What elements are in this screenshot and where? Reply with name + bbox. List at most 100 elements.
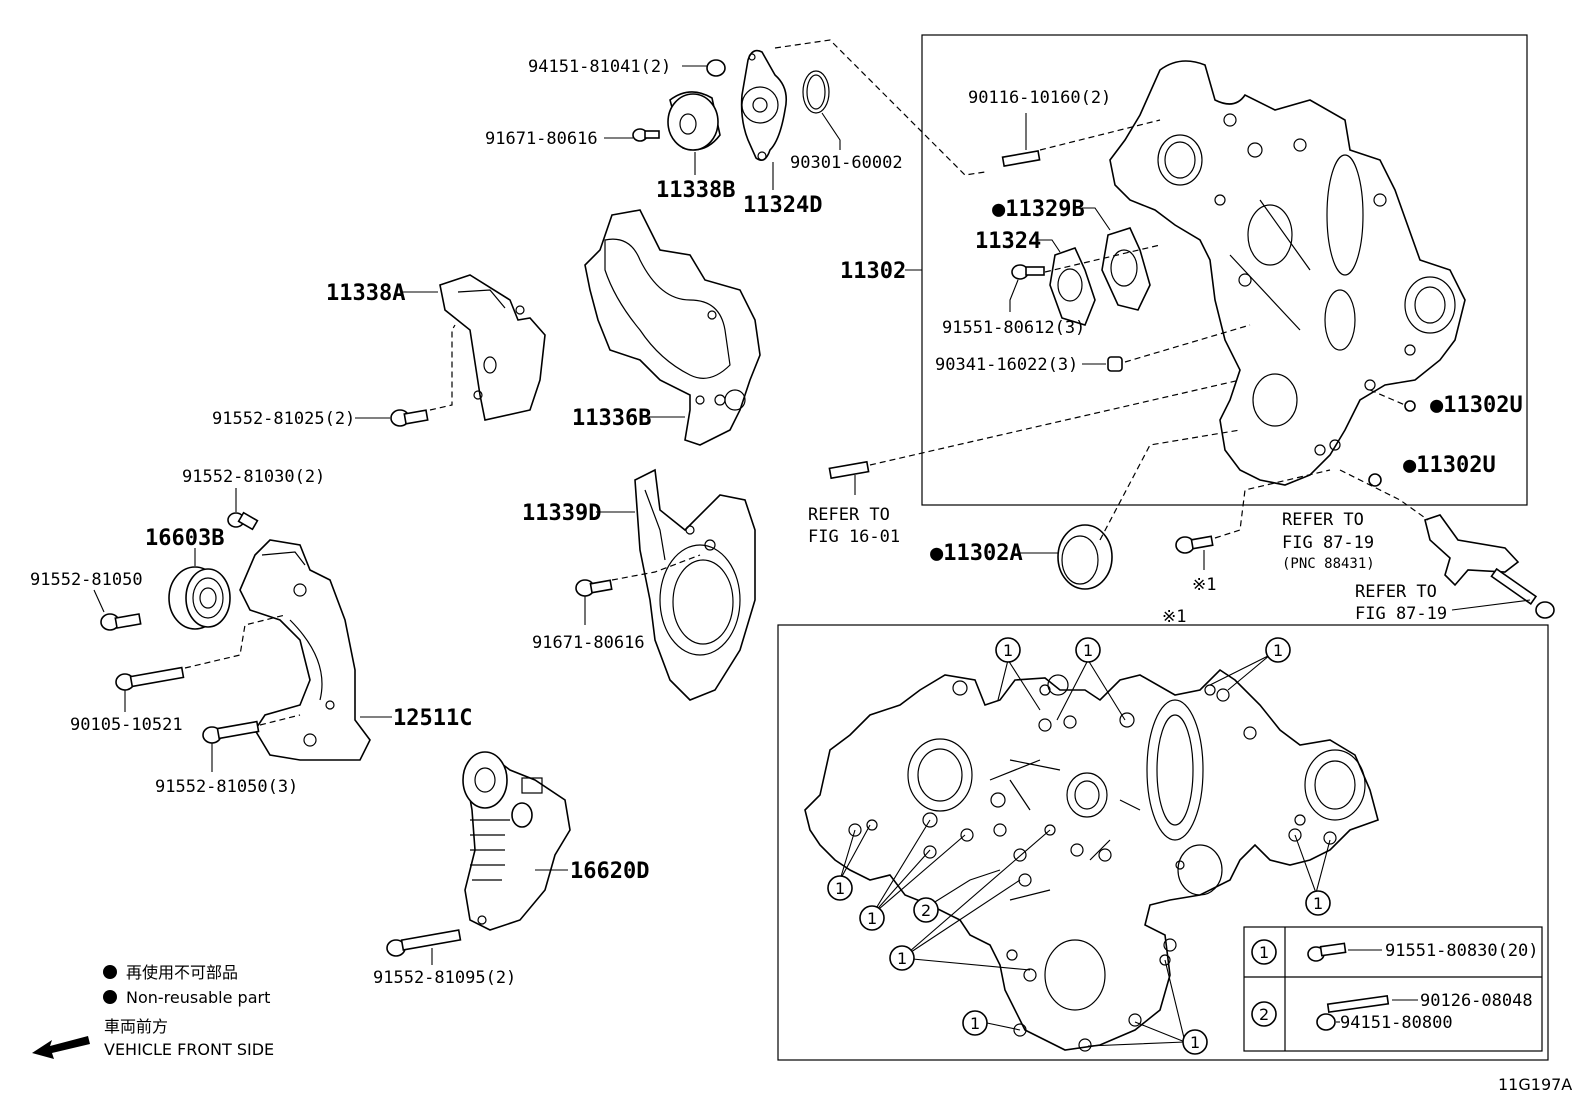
label-11324: 11324	[975, 229, 1041, 254]
svg-text:1: 1	[1273, 641, 1283, 660]
bolt-91552-81095	[386, 929, 462, 965]
svg-text:1: 1	[1190, 1033, 1200, 1052]
callout-1-g: 1	[962, 1010, 988, 1036]
label-90301-60002: 90301-60002	[790, 153, 903, 173]
bolt-legend-table: 1 2 91551-80830(20) 90126-08048 94151-80…	[1243, 926, 1543, 1052]
bolt-fig87	[1451, 567, 1555, 619]
bolt-91671-80616-b	[575, 554, 701, 625]
bolt-94151-81041	[682, 59, 726, 77]
label-11338A: 11338A	[326, 281, 405, 306]
note-front-jp: 車両前方	[104, 1017, 168, 1036]
callout-1-h: 1	[1182, 1029, 1208, 1055]
cover-11336B	[584, 209, 761, 446]
legend-row2-part-a: 90126-08048	[1420, 991, 1533, 1011]
label-16620D: 16620D	[570, 859, 649, 884]
note-non-reusable-en: Non-reusable part	[126, 988, 270, 1007]
callout-1-f: 1	[889, 945, 915, 971]
svg-text:1: 1	[867, 909, 877, 928]
gasket-11329B	[1082, 207, 1151, 311]
svg-text:1: 1	[970, 1014, 980, 1033]
seal-11302A	[1020, 429, 1241, 590]
bolt-91551-80612	[1009, 264, 1045, 312]
sensor-pnc88431	[1339, 469, 1520, 587]
bolt-91671-80616-a	[604, 128, 660, 142]
mark1-a: ※1	[1192, 575, 1216, 595]
stud-90116-10160	[1001, 113, 1041, 167]
label-91551-80612: 91551-80612(3)	[942, 318, 1085, 338]
callout-2: 2	[913, 897, 939, 923]
lower-right-frame	[777, 624, 1549, 1061]
label-91671-80616-a: 91671-80616	[485, 129, 598, 149]
label-91552-81050-3: 91552-81050(3)	[155, 777, 298, 797]
label-91671-80616-b: 91671-80616	[532, 633, 645, 653]
figure-code: 11G197A	[1498, 1075, 1572, 1094]
callout-1-i: 1	[1305, 890, 1331, 916]
label-11338B: 11338B	[656, 178, 735, 203]
ref-fig87b-line1: REFER TO	[1355, 582, 1437, 602]
idler-16603B	[168, 548, 231, 630]
timing-cover-layout	[804, 668, 1379, 1051]
label-11302A: ●11302A	[930, 541, 1023, 566]
note-non-reusable-jp: 再使用不可部品	[126, 963, 238, 982]
water-pump-11324D	[740, 49, 788, 190]
svg-text:1: 1	[897, 949, 907, 968]
bolt-91552-81030	[227, 488, 259, 531]
note-front-en: VEHICLE FRONT SIDE	[104, 1040, 274, 1059]
legend-row1-num: 1	[1259, 943, 1269, 962]
bracket-12511C	[239, 539, 392, 761]
svg-text:1: 1	[1313, 894, 1323, 913]
bolt-mark1	[1175, 469, 1331, 570]
svg-text:1: 1	[835, 879, 845, 898]
bracket-11338A	[400, 274, 546, 421]
label-11302U-a: ●11302U	[1430, 393, 1523, 418]
svg-text:1: 1	[1083, 641, 1093, 660]
plug-90341-16022	[1082, 356, 1123, 372]
callout-leaders	[839, 654, 1331, 1047]
bolt-91552-81050	[93, 589, 142, 631]
callout-1-b: 1	[1075, 637, 1101, 663]
front-arrow-icon	[32, 1036, 90, 1059]
ref-fig16-line2: FIG 16-01	[808, 527, 900, 547]
callout-1-a: 1	[995, 637, 1021, 663]
label-90105-10521: 90105-10521	[70, 715, 183, 735]
label-16603B: 16603B	[145, 526, 224, 551]
label-11339D: 11339D	[522, 501, 601, 526]
svg-text:1: 1	[1003, 641, 1013, 660]
pulley-11338B	[667, 91, 721, 175]
cover-11339D	[596, 468, 756, 701]
label-11302: 11302	[840, 259, 906, 284]
oring-90301-60002	[802, 70, 841, 150]
label-91552-81030: 91552-81030(2)	[182, 467, 325, 487]
label-12511C: 12511C	[393, 706, 472, 731]
label-90116-10160: 90116-10160(2)	[968, 88, 1111, 108]
bolt-90105-10521	[115, 614, 286, 712]
gasket-11324	[1038, 239, 1096, 326]
callout-1-e: 1	[859, 905, 885, 931]
bolt-91552-81050-3	[202, 714, 301, 772]
label-91552-81025: 91552-81025(2)	[212, 409, 355, 429]
plug-11302U-a	[1369, 389, 1416, 412]
bolt-91552-81025	[355, 324, 456, 427]
ref-fig87a-line3: (PNC 88431)	[1282, 556, 1375, 572]
label-91552-81050: 91552-81050	[30, 570, 143, 590]
legend-row2-num: 2	[1259, 1005, 1269, 1024]
timing-cover-11302	[1109, 60, 1466, 486]
label-90341-16022: 90341-16022(3)	[935, 355, 1078, 375]
legend-row2-part-b: 94151-80800	[1340, 1013, 1453, 1033]
callout-1-c: 1	[1265, 637, 1291, 663]
ref-fig16-line1: REFER TO	[808, 505, 890, 525]
label-11302U-b: ●11302U	[1403, 453, 1496, 478]
label-94151-81041: 94151-81041(2)	[528, 57, 671, 77]
ref-fig87a-line2: FIG 87-19	[1282, 533, 1374, 553]
ref-fig87a-line1: REFER TO	[1282, 510, 1364, 530]
tensioner-16620D	[462, 751, 571, 931]
stud-fig16	[828, 379, 1241, 495]
non-reusable-dot-en	[103, 990, 117, 1004]
callout-1-d: 1	[827, 875, 853, 901]
plug-11302U-b	[1368, 473, 1382, 487]
label-91552-81095: 91552-81095(2)	[373, 968, 516, 988]
mark1-b: ※1	[1162, 607, 1186, 627]
label-11324D: 11324D	[743, 193, 822, 218]
label-11329B: ●11329B	[992, 197, 1085, 222]
